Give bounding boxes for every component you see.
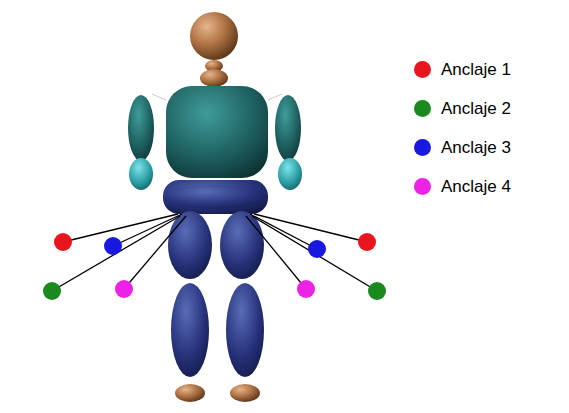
legend-label: Anclaje 1 <box>441 60 511 80</box>
anchor-point <box>43 282 61 300</box>
legend-swatch <box>414 100 431 117</box>
anchor-cable <box>250 214 317 249</box>
legend: Anclaje 1 Anclaje 2 Anclaje 3 Anclaje 4 <box>414 50 511 206</box>
upper-arm <box>275 95 301 161</box>
legend-entry: Anclaje 4 <box>414 167 511 206</box>
anchor-point <box>115 280 133 298</box>
thigh <box>220 211 264 279</box>
legend-entry: Anclaje 1 <box>414 50 511 89</box>
forearm <box>129 158 153 190</box>
legend-entry: Anclaje 3 <box>414 128 511 167</box>
shoulder-line <box>152 94 166 100</box>
anchor-point <box>297 280 315 298</box>
shoulder-line <box>268 94 282 100</box>
torso <box>166 86 268 178</box>
legend-label: Anclaje 4 <box>441 177 511 197</box>
anchor-cable <box>52 216 180 291</box>
legend-swatch <box>414 139 431 156</box>
forearm <box>278 158 302 190</box>
thigh <box>168 211 212 279</box>
anchor-point <box>368 282 386 300</box>
anchor-cables <box>52 214 377 291</box>
neck <box>200 69 228 87</box>
anchor-cable <box>252 216 377 291</box>
anchor-cable <box>124 216 186 289</box>
foot <box>230 384 260 402</box>
legend-label: Anclaje 2 <box>441 99 511 119</box>
pelvis <box>165 185 265 209</box>
anchor-point <box>104 237 122 255</box>
shin <box>226 283 264 377</box>
pelvis <box>163 180 268 214</box>
anchor-point <box>308 240 326 258</box>
legend-swatch <box>414 178 431 195</box>
legend-entry: Anclaje 2 <box>414 89 511 128</box>
shin <box>171 283 209 377</box>
legend-swatch <box>414 61 431 78</box>
anchor-point <box>358 233 376 251</box>
anchor-cable <box>113 214 182 246</box>
legend-label: Anclaje 3 <box>441 138 511 158</box>
anchor-cable <box>246 216 306 289</box>
anchor-point <box>54 233 72 251</box>
head <box>190 12 238 60</box>
upper-arm <box>128 95 154 161</box>
foot <box>175 384 205 402</box>
